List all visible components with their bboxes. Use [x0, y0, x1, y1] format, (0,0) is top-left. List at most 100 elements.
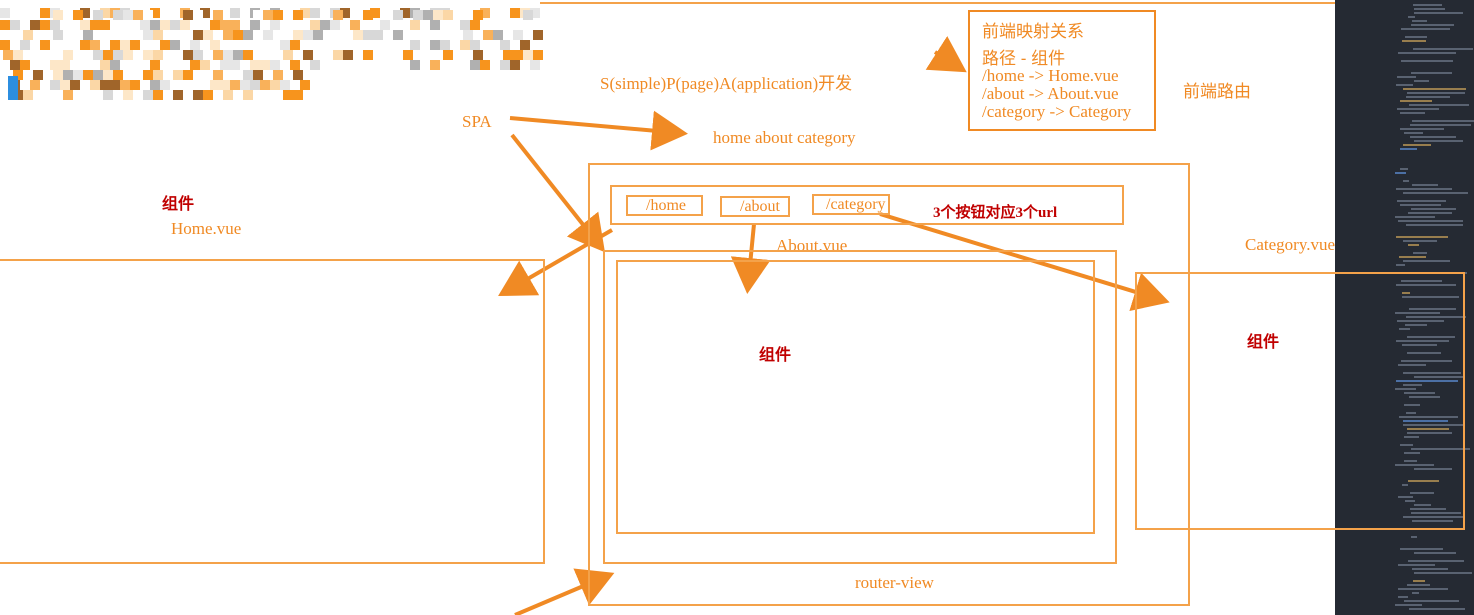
mosaic-tile	[70, 80, 80, 90]
mosaic-tile	[500, 60, 510, 70]
mosaic-tile	[33, 70, 43, 80]
mosaic-tile	[113, 70, 123, 80]
mosaic-tile	[213, 50, 223, 60]
mosaic-tile	[503, 50, 513, 60]
code-line	[1403, 144, 1431, 146]
code-line	[1396, 188, 1452, 190]
mosaic-tile	[413, 90, 423, 100]
mosaic-tile	[230, 8, 240, 18]
mapping-subtitle: 路径 - 组件	[982, 49, 1066, 68]
mosaic-tile	[0, 20, 10, 30]
mosaic-tile	[480, 40, 490, 50]
mosaic-tile	[183, 50, 193, 60]
mosaic-tile	[93, 70, 103, 80]
mosaic-tile	[290, 40, 300, 50]
mosaic-tile	[443, 70, 453, 80]
mosaic-tile	[193, 50, 203, 60]
mosaic-tile	[20, 40, 30, 50]
mosaic-tile	[140, 20, 150, 30]
mosaic-tile	[353, 90, 363, 100]
mosaic-tile	[160, 20, 170, 30]
code-line	[1405, 324, 1427, 326]
code-line	[1399, 416, 1458, 418]
mosaic-tile	[3, 50, 13, 60]
mosaic-tile	[273, 70, 283, 80]
router-view-label: router-view	[855, 573, 934, 592]
mosaic-tile	[193, 90, 203, 100]
mosaic-tile	[83, 70, 93, 80]
frontend-routing-label: 前端路由	[1183, 82, 1251, 101]
mosaic-tile	[13, 90, 23, 100]
mosaic-tile	[213, 10, 223, 20]
mosaic-tile	[63, 90, 73, 100]
code-line	[1407, 432, 1452, 434]
code-line	[1395, 216, 1435, 218]
mosaic-tile	[150, 80, 160, 90]
mosaic-tile	[353, 70, 363, 80]
mosaic-tile	[463, 70, 473, 80]
mosaic-tile	[353, 30, 363, 40]
code-line	[1404, 132, 1423, 134]
code-line	[1409, 104, 1469, 106]
code-line	[1395, 312, 1440, 314]
code-line	[1406, 224, 1463, 226]
code-line	[1399, 328, 1410, 330]
mosaic-tile	[80, 40, 90, 50]
code-line	[1414, 376, 1465, 378]
mosaic-tile	[300, 80, 310, 90]
code-line	[1404, 392, 1435, 394]
mosaic-tile	[190, 40, 200, 50]
mosaic-tile	[433, 90, 443, 100]
mosaic-tile	[90, 80, 100, 90]
mosaic-tile	[263, 10, 273, 20]
mosaic-tile	[433, 10, 443, 20]
mosaic-tile	[103, 90, 113, 100]
code-line	[1405, 36, 1427, 38]
code-line	[1409, 396, 1440, 398]
mosaic-tile	[180, 20, 190, 30]
mosaic-tile	[173, 70, 183, 80]
code-line	[1407, 336, 1455, 338]
code-line	[1414, 80, 1429, 82]
mapping-box	[968, 10, 1156, 131]
mosaic-tile	[200, 60, 210, 70]
mosaic-tile	[513, 30, 523, 40]
code-line	[1412, 120, 1474, 122]
mosaic-tile	[123, 90, 133, 100]
nav-button-category[interactable]: /category	[812, 194, 890, 215]
mosaic-tile	[60, 60, 70, 70]
mosaic-tile	[270, 60, 280, 70]
code-line	[1403, 88, 1466, 90]
nav-button-about[interactable]: /about	[720, 196, 790, 217]
code-line	[1408, 480, 1439, 482]
mosaic-tile	[330, 20, 340, 30]
code-line	[1395, 604, 1422, 606]
mosaic-tile	[210, 20, 220, 30]
code-line	[1412, 520, 1453, 522]
mosaic-tile	[350, 20, 360, 30]
code-line	[1402, 292, 1410, 294]
code-editor-strip	[1335, 0, 1474, 615]
nav-button-home[interactable]: /home	[626, 195, 703, 216]
mosaic-tile	[333, 50, 343, 60]
mosaic-tile	[10, 20, 20, 30]
mosaic-tile	[73, 10, 83, 20]
code-line	[1406, 96, 1450, 98]
code-line	[1409, 608, 1465, 610]
mosaic-tile	[310, 8, 320, 18]
code-line	[1408, 244, 1419, 246]
code-line	[1413, 252, 1427, 254]
mosaic-tile	[190, 60, 200, 70]
mosaic-tile	[450, 80, 460, 90]
mosaic-tile	[220, 20, 230, 30]
mosaic-tile	[533, 30, 543, 40]
mosaic-tile	[333, 90, 343, 100]
mosaic-tile	[50, 60, 60, 70]
code-line	[1414, 140, 1463, 142]
code-line	[1403, 260, 1450, 262]
code-line	[1395, 172, 1406, 174]
code-line	[1408, 212, 1452, 214]
mosaic-tile	[490, 60, 500, 70]
mosaic-tile	[483, 70, 493, 80]
mosaic-tile	[150, 8, 160, 18]
